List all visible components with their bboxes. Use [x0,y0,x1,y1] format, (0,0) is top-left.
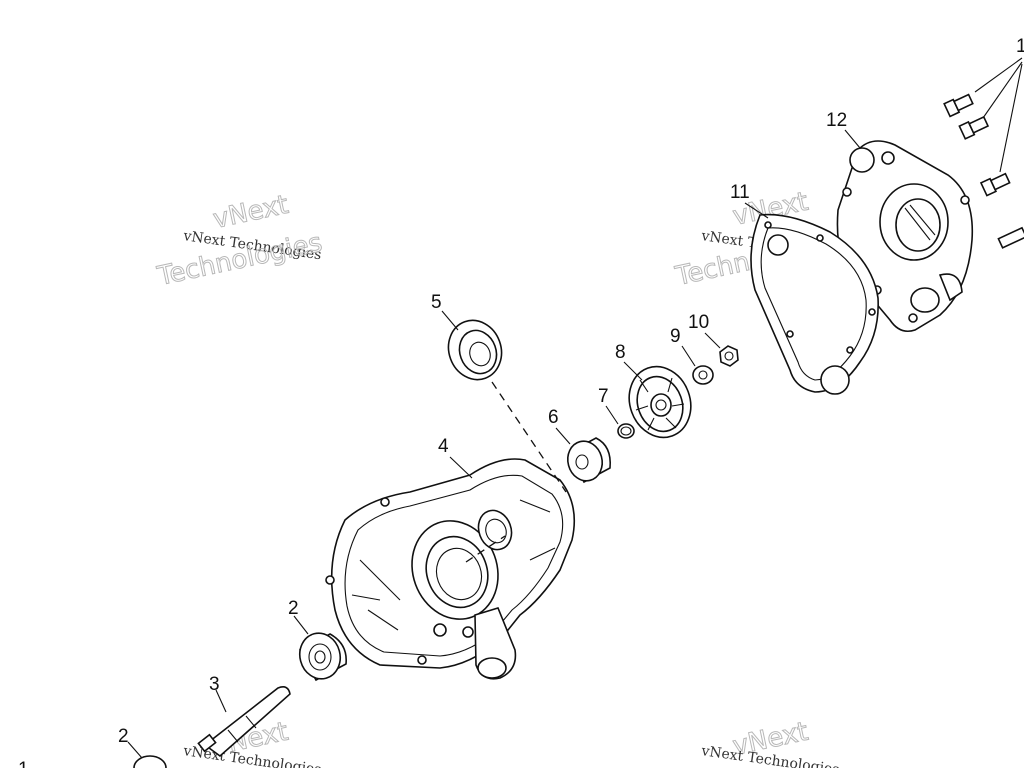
callout-leader-9 [681,345,696,367]
callout-leader-12 [844,129,861,149]
callout-1: 1 [1016,36,1024,57]
callout-leader-4 [449,456,473,479]
callout-leader-8 [623,361,643,381]
callout-leader-3 [215,689,227,713]
impeller-nut [719,345,739,367]
callout-10: 10 [688,312,709,333]
callout-leader-2 [293,615,309,635]
bearing-lower [133,755,167,768]
bearing-upper [298,632,347,682]
callout-leader-10 [704,332,721,349]
callout-leader-11 [744,202,769,219]
assembly-axis [465,381,567,563]
callout-3: 3 [209,674,220,695]
impeller-washer [692,365,714,385]
watermark-bottom-right: vNext vNext Technologies [699,716,840,768]
callout-leader-1 [974,57,1023,173]
callout-leader-6 [555,427,571,445]
callout-4: 4 [438,436,449,457]
callout-1-lower: 1 [18,759,29,768]
callout-12: 12 [826,110,847,131]
shaft-spacer [566,437,612,484]
callout-2-lower: 2 [118,726,129,747]
callout-5: 5 [431,292,442,313]
callout-2: 2 [288,598,299,619]
pump-housing [325,458,576,680]
callout-9: 9 [670,326,681,347]
water-pump-impeller [628,365,692,439]
bolt-set [943,93,1024,249]
callout-6: 6 [548,407,559,428]
callout-11: 11 [730,182,750,203]
cover-gasket [750,213,879,395]
callout-7: 7 [598,386,609,407]
svg-text:vNext: vNext [211,190,292,235]
pump-shaft [197,686,291,758]
callout-8: 8 [615,342,626,363]
oil-seal [447,319,503,381]
watermark-top-left: vNext vNext Technologies Technologies [154,189,326,292]
callout-leader-2b [127,741,143,759]
callout-leader-7 [605,405,619,425]
callout-leader-5 [441,310,459,331]
o-ring [617,423,635,439]
